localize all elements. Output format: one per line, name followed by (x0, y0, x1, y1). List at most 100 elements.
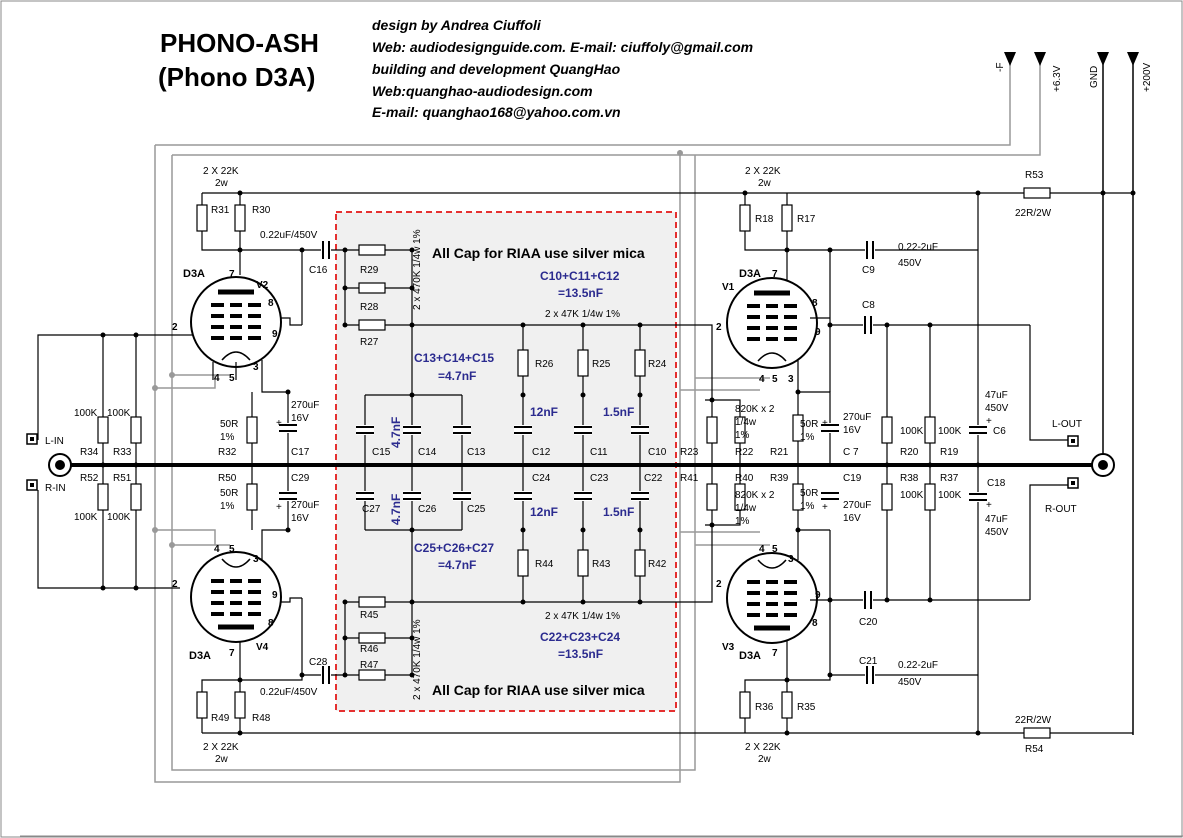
value-label: 0.22uF/450V (260, 687, 318, 698)
value-label: 1% (735, 430, 750, 441)
ref-label: R35 (797, 702, 816, 713)
value-label: 270uF (843, 500, 871, 511)
ref-label: R27 (360, 337, 379, 348)
tube-type-label: D3A (739, 268, 761, 280)
ref-label: C14 (418, 447, 437, 458)
ref-label: C29 (291, 473, 310, 484)
riaa-note-bottom: All Cap for RIAA use silver mica (432, 682, 645, 698)
credit-line: building and development QuangHao (372, 61, 621, 77)
ref-label: C15 (372, 447, 391, 458)
supply-label-200v: +200V (1142, 62, 1153, 92)
value-label: 1/4w (735, 417, 757, 428)
ref-label: C18 (987, 478, 1006, 489)
ref-label: R44 (535, 559, 554, 570)
cap-value-label: 4.7nF (389, 417, 403, 448)
value-label: 270uF (843, 412, 871, 423)
ref-label: C27 (362, 504, 381, 515)
pin-label: 2 (716, 579, 722, 590)
value-label: 2 x 470K 1/4w 1% (412, 619, 423, 700)
svg-text:+: + (822, 418, 828, 429)
value-label: 2w (758, 754, 772, 765)
cap-sum-label: C10+C11+C12 (540, 269, 620, 283)
value-label: 2 X 22K (745, 742, 781, 753)
ref-label: R32 (218, 447, 237, 458)
pin-label: 8 (268, 618, 274, 629)
ref-label: C13 (467, 447, 486, 458)
value-label: 2 x 47K 1/4w 1% (545, 611, 620, 622)
pin-label: 4 (759, 544, 765, 555)
pin-label: 2 (172, 579, 178, 590)
ref-label: C22 (644, 473, 663, 484)
ref-label: R46 (360, 644, 379, 655)
ref-label: R38 (900, 473, 919, 484)
cap-sum-value: =4.7nF (438, 558, 476, 572)
tube-type-label: D3A (739, 650, 761, 662)
pin-label: 8 (812, 298, 818, 309)
credit-line: Web: audiodesignguide.com. E-mail: ciuff… (372, 39, 753, 55)
svg-text:+: + (986, 416, 992, 427)
value-label: 0.22-2uF (898, 242, 938, 253)
pin-label: 7 (772, 269, 778, 280)
ref-label: R20 (900, 447, 919, 458)
ref-label: C25 (467, 504, 486, 515)
ref-label: C19 (843, 473, 862, 484)
ref-label: R51 (113, 473, 132, 484)
cap-sum-label: C13+C14+C15 (414, 351, 494, 365)
cap-sum-value: =13.5nF (558, 647, 603, 661)
value-label: 450V (898, 677, 922, 688)
ref-label: R39 (770, 473, 789, 484)
ref-label: R42 (648, 559, 667, 570)
value-label: 820K x 2 (735, 404, 775, 415)
ref-label: R54 (1025, 744, 1044, 755)
value-label: 1% (220, 501, 235, 512)
ref-label: R41 (680, 473, 699, 484)
riaa-note-top: All Cap for RIAA use silver mica (432, 245, 645, 261)
ref-label: C23 (590, 473, 609, 484)
cap-value-label: 1.5nF (603, 505, 634, 519)
pin-label: 8 (812, 618, 818, 629)
ref-label: R23 (680, 447, 699, 458)
value-label: 100K (107, 408, 131, 419)
cap-sum-label: C25+C26+C27 (414, 541, 494, 555)
value-label: 1% (220, 432, 235, 443)
pin-label: 8 (268, 298, 274, 309)
cap-value-label: 12nF (530, 505, 558, 519)
value-label: 50R (800, 419, 818, 430)
pin-label: 3 (788, 554, 794, 565)
ref-label: C21 (859, 656, 878, 667)
value-label: 450V (985, 527, 1009, 538)
ref-label: R48 (252, 713, 271, 724)
pin-label: 7 (229, 648, 235, 659)
value-label: 2 X 22K (203, 166, 239, 177)
value-label: 820K x 2 (735, 490, 775, 501)
value-label: 100K (74, 408, 98, 419)
svg-text:+: + (276, 418, 282, 429)
jack-label-l-out: L-OUT (1052, 419, 1082, 430)
pin-label: 9 (815, 590, 821, 601)
value-label: 16V (291, 413, 309, 424)
ref-label: R47 (360, 660, 379, 671)
pin-label: 3 (253, 554, 259, 565)
value-label: 100K (938, 490, 962, 501)
pin-label: 5 (772, 544, 778, 555)
value-label: 47uF (985, 514, 1008, 525)
ref-label: R29 (360, 265, 379, 276)
ref-label: R50 (218, 473, 237, 484)
supply-label-63v: +6.3V (1052, 65, 1063, 92)
cap-sum-value: =13.5nF (558, 286, 603, 300)
value-label: 270uF (291, 400, 319, 411)
ref-label: C24 (532, 473, 551, 484)
credit-line: Web:quanghao-audiodesign.com (372, 83, 593, 99)
value-label: 16V (843, 513, 861, 524)
ref-label: R17 (797, 214, 816, 225)
supply-label-f: -F (995, 63, 1006, 72)
ref-label: R28 (360, 302, 379, 313)
jack-label-l-in: L-IN (45, 436, 64, 447)
value-label: 100K (107, 512, 131, 523)
value-label: 0.22-2uF (898, 660, 938, 671)
ref-label: R43 (592, 559, 611, 570)
ref-label: C16 (309, 265, 328, 276)
page-subtitle: (Phono D3A) (158, 62, 315, 92)
pin-label: 3 (788, 374, 794, 385)
cap-value-label: 4.7nF (389, 494, 403, 525)
